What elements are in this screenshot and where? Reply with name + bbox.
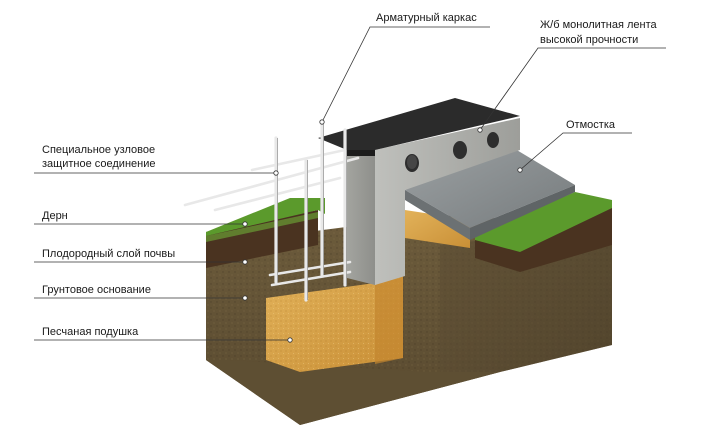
- label-special-joint-line1: Специальное узловое: [42, 144, 156, 156]
- label-fertile-soil: Плодородный слой почвы: [42, 248, 176, 260]
- blind-area-slab: [405, 140, 575, 240]
- label-monolithic-strip-line1: Ж/б монолитная лента: [540, 19, 657, 31]
- label-turf: Дерн: [42, 210, 68, 222]
- label-special-joint-line2: защитное соединение: [42, 158, 156, 170]
- label-ground-base: Грунтовое основание: [42, 284, 151, 296]
- label-sand-cushion: Песчаная подушка: [42, 326, 139, 338]
- label-rebar-cage: Арматурный каркас: [376, 12, 477, 24]
- label-blind-area: Отмостка: [566, 119, 615, 131]
- leader-dots: [242, 119, 523, 343]
- label-monolithic-strip-line2: высокой прочности: [540, 34, 639, 46]
- monolithic-strip-foundation: [318, 98, 520, 285]
- leader-lines: [34, 26, 666, 341]
- rebar-shadow: [277, 122, 347, 300]
- rebar-cage: [183, 120, 360, 302]
- turf-layer: [206, 192, 612, 252]
